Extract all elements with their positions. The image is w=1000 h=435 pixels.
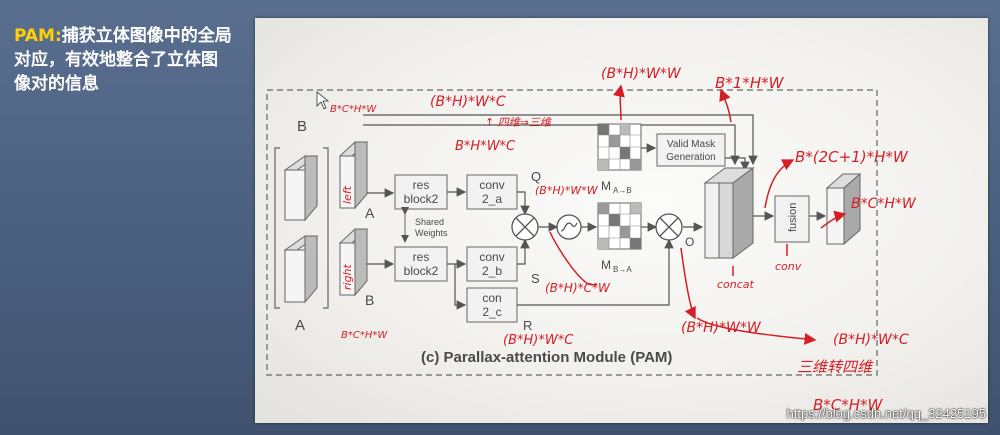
note-bh-w-w-mid: (B*H)*W*W bbox=[535, 184, 599, 197]
svg-text:2_b: 2_b bbox=[482, 264, 502, 278]
input-feature-A bbox=[283, 235, 319, 304]
note-conv: conv bbox=[775, 260, 802, 273]
svg-text:res: res bbox=[413, 250, 430, 264]
svg-text:fusion: fusion bbox=[787, 203, 799, 232]
slide-caption: PAM:捕获立体图像中的全局对应，有效地整合了立体图像对的信息 bbox=[14, 24, 234, 96]
note-concat: concat bbox=[717, 278, 755, 291]
caption-text: 捕获立体图像中的全局对应，有效地整合了立体图像对的信息 bbox=[14, 26, 232, 94]
right-feature bbox=[338, 228, 369, 297]
label-S: S bbox=[531, 271, 540, 286]
diagram-title: (c) Parallax-attention Module (PAM) bbox=[421, 349, 672, 366]
label-O: O bbox=[685, 235, 694, 249]
conv-2b: conv 2_b bbox=[466, 246, 518, 282]
diagram-photo: B A left right A B res block2 res block2… bbox=[255, 18, 988, 423]
note-bchw-right: B*C*H*W bbox=[341, 330, 388, 341]
svg-text:2_c: 2_c bbox=[482, 305, 501, 319]
note-bchw-output: B*C*H*W bbox=[851, 196, 917, 212]
note-bchw-input: B*C*H*W bbox=[330, 104, 377, 115]
attention-map-B-to-A bbox=[597, 202, 642, 250]
note-bh-w-w-top: (B*H)*W*W bbox=[601, 66, 682, 82]
note-bchw-final: B*C*H*W bbox=[813, 396, 884, 414]
note-bh-w-c-bottom: (B*H)*W*C bbox=[503, 333, 574, 348]
svg-text:conv: conv bbox=[479, 250, 504, 264]
label-B-mid: B bbox=[365, 292, 374, 308]
left-feature bbox=[338, 141, 369, 210]
svg-text:con: con bbox=[482, 291, 501, 305]
conv-2c: con 2_c bbox=[466, 287, 518, 323]
label-A-bottom: A bbox=[295, 317, 305, 334]
right-label: right bbox=[341, 263, 354, 290]
res-block-1: res block2 bbox=[394, 174, 448, 210]
note-bh-c-w: (B*H)*C*W bbox=[545, 281, 611, 295]
note-b1hw: B*1*H*W bbox=[715, 74, 785, 92]
label-B-top: B bbox=[297, 118, 307, 135]
svg-text:conv: conv bbox=[479, 178, 504, 192]
svg-text:M: M bbox=[601, 258, 611, 272]
note-bh-w-c-top: (B*H)*W*C bbox=[430, 94, 506, 110]
note-bh-w-c-right: (B*H)*W*C bbox=[833, 332, 909, 348]
shared-weights-label: Shared bbox=[415, 217, 444, 227]
pam-diagram: B A left right A B res block2 res block2… bbox=[266, 66, 917, 414]
svg-text:Generation: Generation bbox=[666, 152, 715, 163]
note-bhwc: B*H*W*C bbox=[455, 139, 516, 154]
svg-text:block2: block2 bbox=[404, 192, 439, 206]
svg-text:Valid Mask: Valid Mask bbox=[667, 139, 716, 150]
caption-highlight: PAM: bbox=[14, 26, 62, 46]
map-ab-subscript: A→B bbox=[613, 186, 632, 195]
conv-2a: conv 2_a bbox=[466, 174, 518, 210]
label-R: R bbox=[523, 318, 532, 333]
label-A-mid: A bbox=[365, 205, 375, 221]
module-border bbox=[266, 89, 878, 376]
svg-text:M: M bbox=[601, 179, 611, 193]
concat-features bbox=[703, 167, 755, 259]
res-block-2: res block2 bbox=[394, 246, 448, 282]
attention-map-A-to-B bbox=[597, 123, 642, 171]
svg-text:block2: block2 bbox=[404, 264, 439, 278]
label-Q: Q bbox=[531, 169, 541, 184]
fusion-block: fusion bbox=[774, 195, 810, 243]
svg-text:2_a: 2_a bbox=[482, 192, 502, 206]
softmax-operator bbox=[556, 214, 582, 240]
note-4d-to-3d: ↑ 四维⇒三维 bbox=[485, 116, 553, 129]
map-ba-subscript: B→A bbox=[613, 265, 632, 274]
svg-text:Weights: Weights bbox=[415, 228, 448, 238]
watermark: https://blog.csdn.net/qq_32425195 bbox=[786, 406, 987, 421]
input-feature-B bbox=[283, 155, 319, 222]
valid-mask-generation: Valid Mask Generation bbox=[656, 133, 726, 167]
note-b-2c1-hw: B*(2C+1)*H*W bbox=[795, 148, 909, 166]
note-bh-w-w-bottom: (B*H)*W*W bbox=[681, 320, 762, 336]
note-3d-to-4d: 三维转四维 bbox=[797, 358, 874, 376]
mouse-cursor-icon bbox=[316, 91, 330, 110]
svg-text:res: res bbox=[413, 178, 430, 192]
left-label: left bbox=[341, 185, 354, 204]
